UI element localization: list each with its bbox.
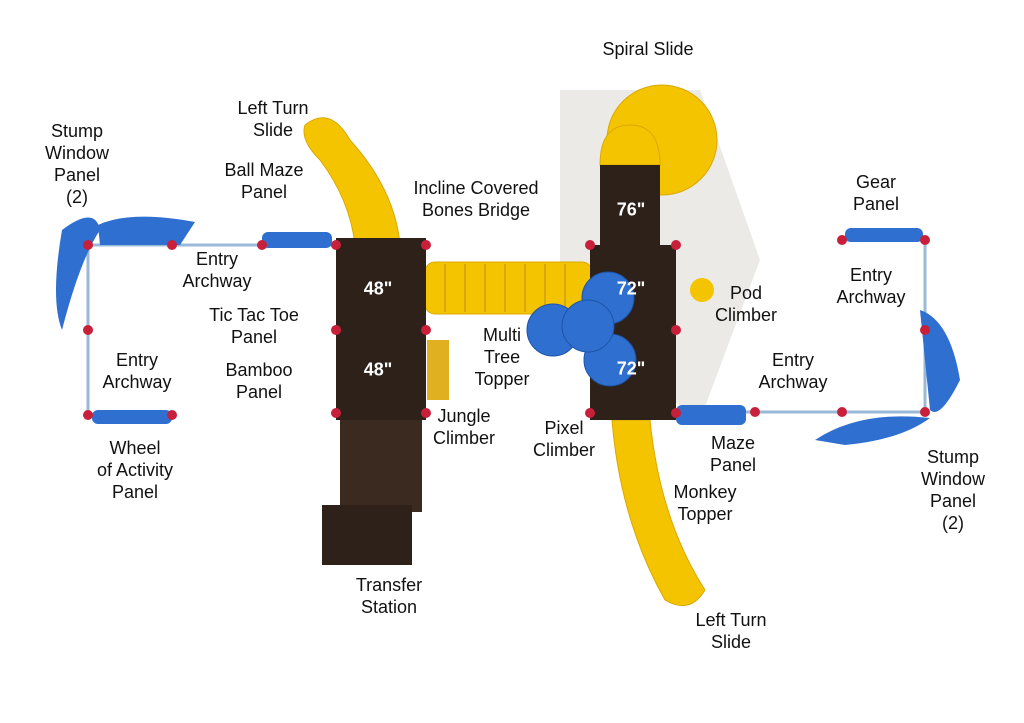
label-gear-panel: Gear Panel	[852, 172, 900, 214]
bridge-ribs	[444, 264, 566, 312]
pod-climber	[690, 278, 714, 302]
deck-height-right-lower: 72"	[616, 358, 646, 379]
left-turn-slide-top	[303, 117, 401, 246]
label-left-turn-slide: Left Turn Slide	[695, 610, 767, 652]
label-entry-archway: Entry Archway	[182, 249, 252, 291]
multi-tree-topper	[526, 271, 637, 387]
label-transfer-station: Transfer Station	[355, 575, 423, 617]
label-maze-panel: Maze Panel	[709, 433, 757, 475]
jungle-climber	[427, 340, 449, 400]
gear-panel	[845, 228, 923, 242]
label-entry-archway: Entry Archway	[836, 265, 906, 307]
maze-panel	[676, 405, 746, 425]
label-stump-window-panel: Stump Window Panel (2)	[920, 447, 986, 533]
label-tic-tac-toe-panel: Tic Tac Toe Panel	[209, 305, 299, 347]
label-bamboo-panel: Bamboo Panel	[225, 360, 293, 402]
label-entry-archway: Entry Archway	[102, 350, 172, 392]
wheel-of-activity-panel	[92, 410, 172, 424]
label-jungle-climber: Jungle Climber	[432, 406, 496, 448]
label-left-turn-slide: Left Turn Slide	[237, 98, 309, 140]
transfer-station	[322, 505, 412, 565]
label-incline-bridge: Incline Covered Bones Bridge	[413, 178, 539, 220]
deck-height-left-lower: 48"	[363, 359, 393, 380]
label-pod-climber: Pod Climber	[714, 283, 778, 325]
label-entry-archway: Entry Archway	[758, 350, 828, 392]
posts	[83, 235, 930, 420]
label-stump-window-panel: Stump Window Panel (2)	[44, 121, 110, 207]
transfer-stairs	[340, 420, 422, 512]
stump-window-panel	[98, 216, 195, 245]
label-pixel-climber: Pixel Climber	[532, 418, 596, 460]
deck-height-left-upper: 48"	[363, 278, 393, 299]
right-top-deck	[600, 165, 660, 245]
stump-window-panel	[815, 416, 930, 445]
label-spiral-slide: Spiral Slide	[602, 39, 694, 59]
ball-maze-panel	[262, 232, 332, 248]
label-ball-maze-panel: Ball Maze Panel	[224, 160, 304, 202]
left-tower-deck	[336, 238, 426, 420]
incline-covered-bones-bridge	[424, 261, 593, 315]
label-monkey-topper: Monkey Topper	[673, 482, 737, 524]
deck-height-right-upper: 72"	[616, 278, 646, 299]
stump-window-panel	[920, 310, 960, 412]
left-turn-slide-bottom	[611, 419, 706, 607]
spiral-slide-hood	[599, 124, 661, 166]
label-multi-tree-topper: Multi Tree Topper	[474, 325, 530, 389]
label-wheel-of-activity-panel: Wheel of Activity Panel	[96, 438, 174, 502]
deck-height-right-top: 76"	[616, 199, 646, 220]
stump-window-panel	[56, 217, 100, 330]
